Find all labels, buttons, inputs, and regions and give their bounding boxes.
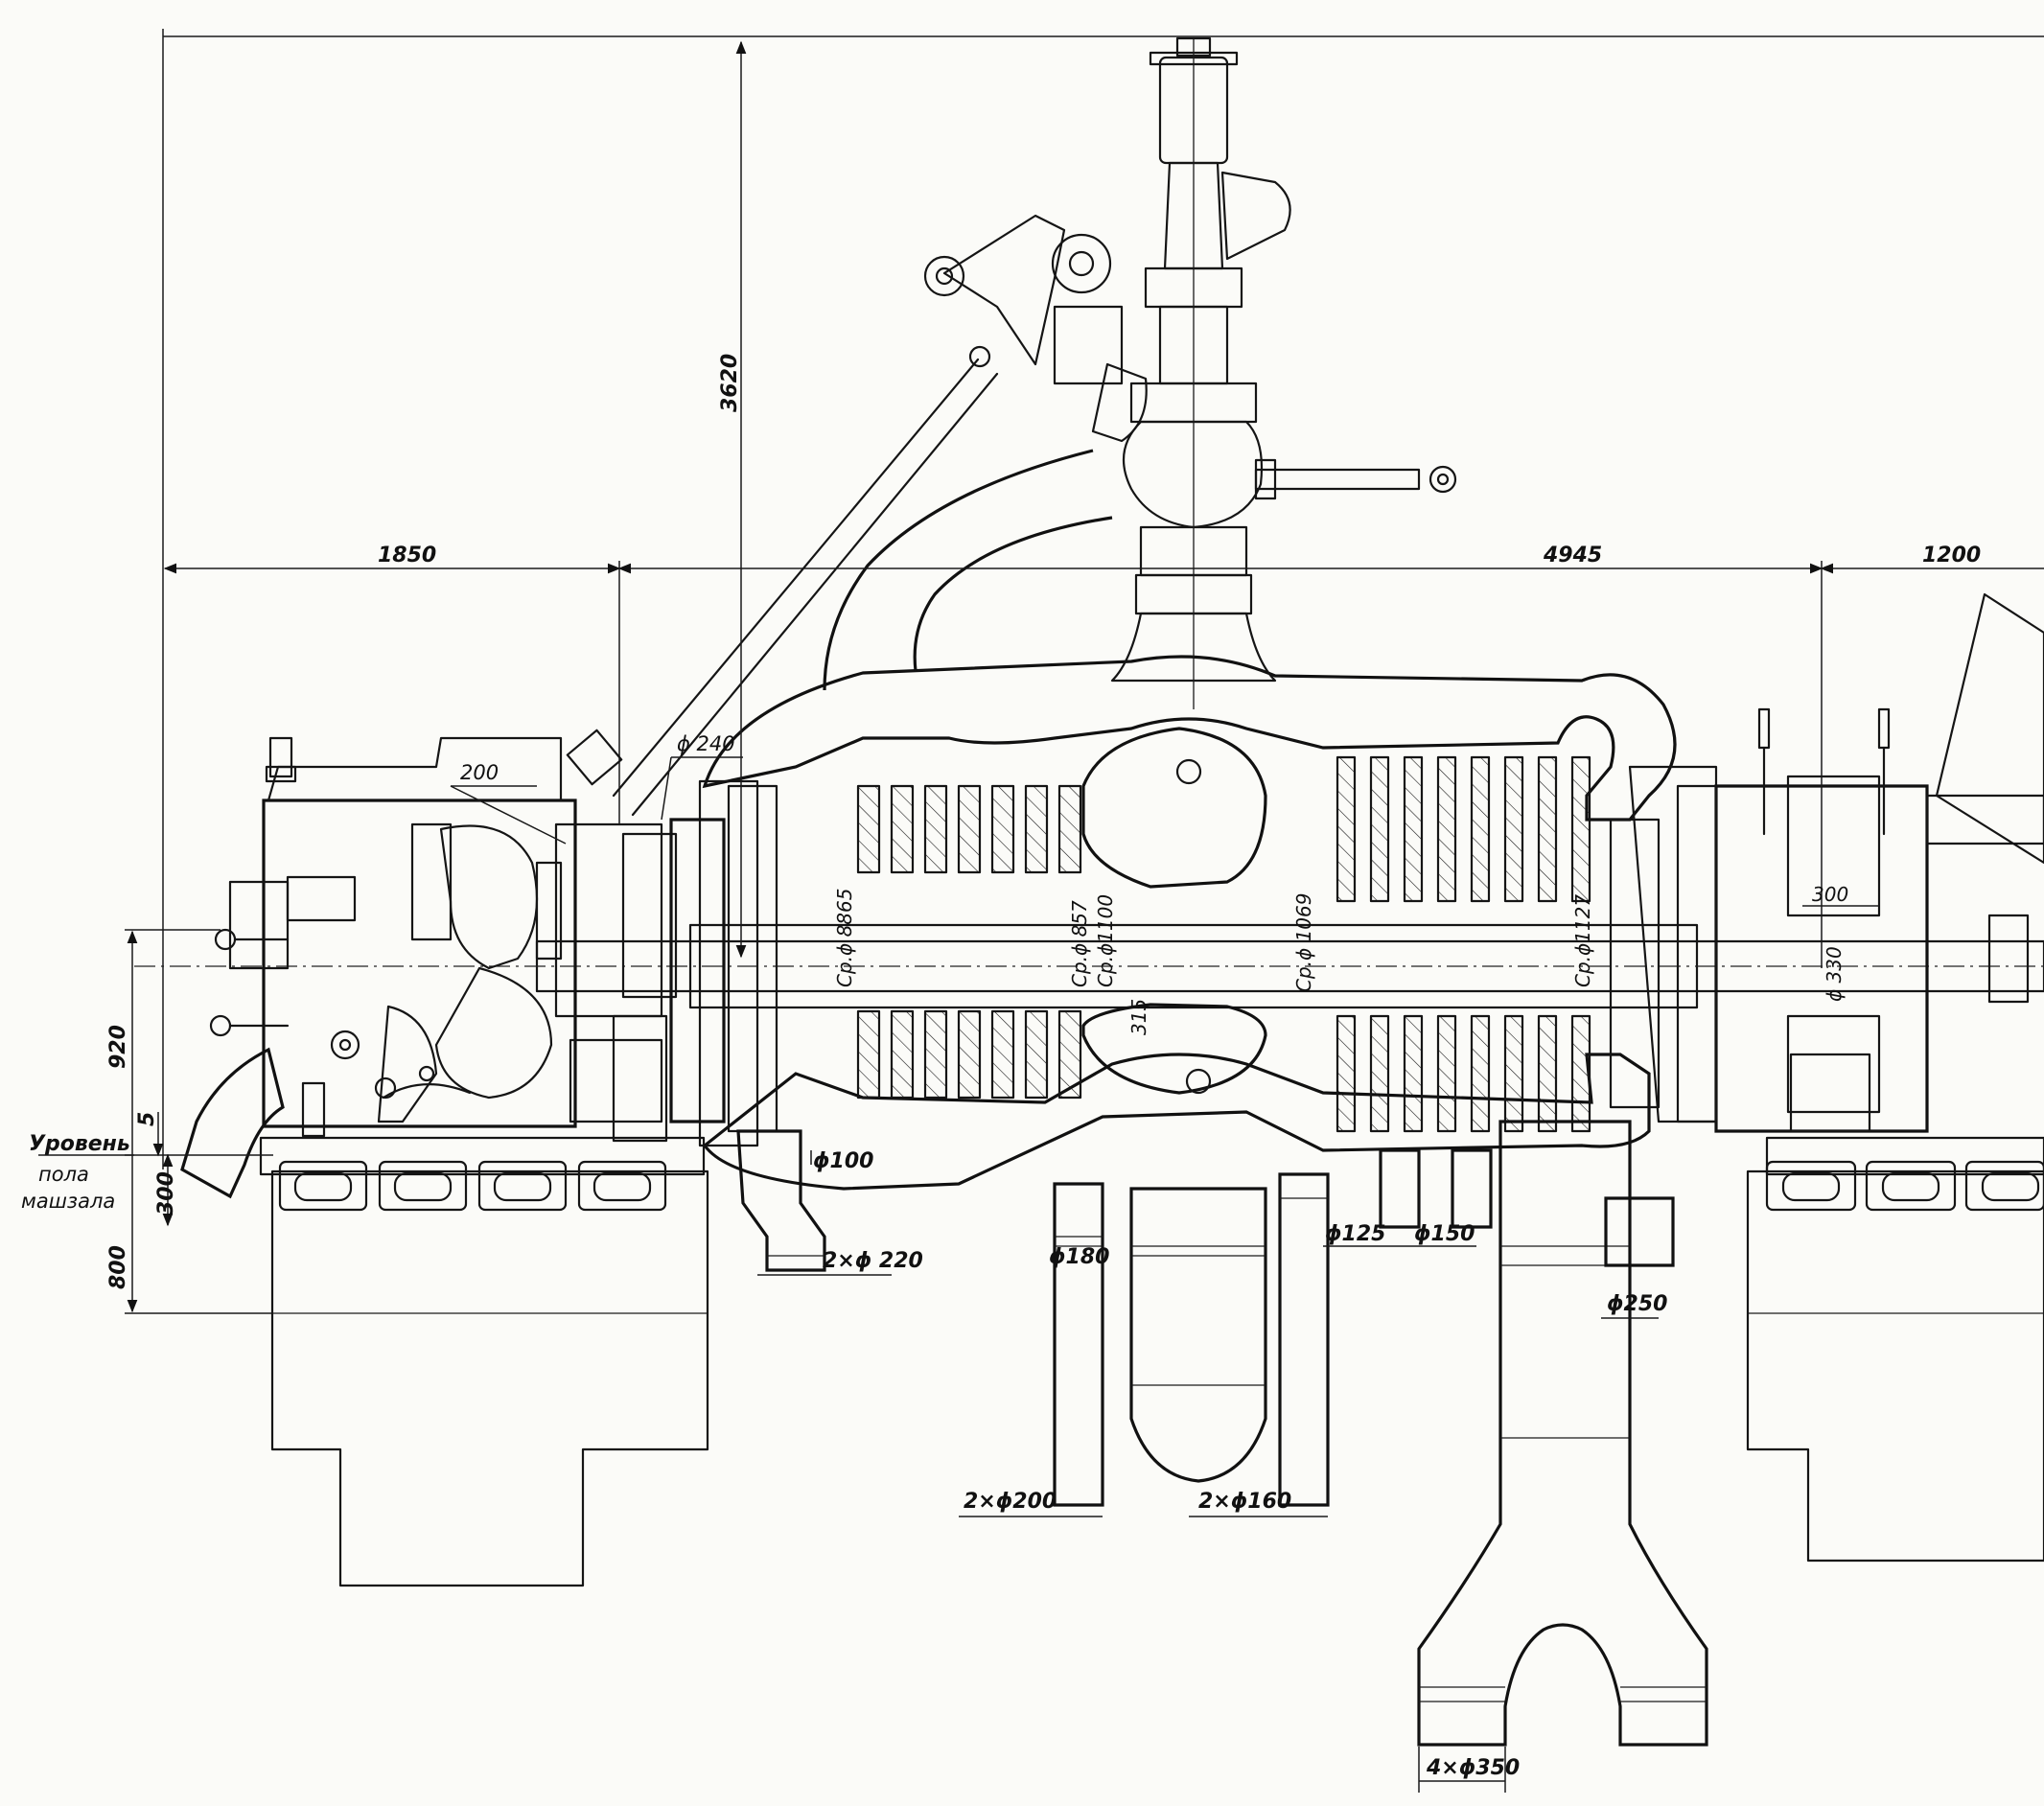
right-foundation bbox=[1746, 1169, 2044, 1563]
rear-bearing-pedestal bbox=[1628, 592, 2044, 1133]
dia-4x350: 4×ϕ350 bbox=[1426, 1756, 1520, 1780]
diameter-texts: ϕ 240 ϕ100 2×ϕ 220 ϕ180 2×ϕ200 2×ϕ160 ϕ1… bbox=[677, 732, 1846, 1780]
dia-330: ϕ 330 bbox=[1823, 946, 1846, 1002]
dia-240: ϕ 240 bbox=[677, 732, 735, 755]
ip-blade-stages bbox=[1336, 755, 1591, 1133]
dim-300-bore: 300 bbox=[1812, 883, 1848, 906]
dia-150: ϕ150 bbox=[1414, 1222, 1475, 1246]
dia-100: ϕ100 bbox=[813, 1149, 873, 1173]
dia-180: ϕ180 bbox=[1049, 1245, 1109, 1269]
floor-level-label: Уровень пола машзала bbox=[21, 1132, 130, 1213]
dim-315: 315 bbox=[1127, 999, 1150, 1035]
mean-dia-1069: Ср.ϕ 1069 bbox=[1292, 893, 1315, 992]
dimension-lines bbox=[38, 29, 2044, 1793]
dim-800: 800 bbox=[106, 1245, 130, 1289]
steam-supply-pipes bbox=[823, 449, 1113, 691]
dim-300: 300 bbox=[154, 1171, 178, 1216]
oil-drain-pipe bbox=[180, 1047, 285, 1199]
dim-1850: 1850 bbox=[378, 544, 436, 567]
valve-lever-linkage bbox=[566, 214, 1148, 817]
dia-2x200: 2×ϕ200 bbox=[964, 1490, 1057, 1514]
mean-diameter-texts: Ср.ϕ 8865 Ср.ϕ 857 Ср.ϕ1100 Ср.ϕ 1069 Ср… bbox=[833, 889, 1594, 1035]
dimension-texts: 3620 1850 4945 1200 920 5 300 800 200 30… bbox=[106, 354, 1981, 1289]
front-gland-housing bbox=[612, 784, 778, 1143]
dim-3620: 3620 bbox=[718, 354, 742, 412]
dia-2x220: 2×ϕ 220 bbox=[823, 1249, 923, 1273]
extraction-pipes bbox=[736, 1120, 1708, 1747]
left-foundation bbox=[270, 1169, 709, 1587]
mean-dia-1127: Ср.ϕ1127 bbox=[1571, 894, 1594, 987]
dia-250: ϕ250 bbox=[1607, 1292, 1667, 1316]
dia-2x160: 2×ϕ160 bbox=[1198, 1490, 1291, 1514]
steam-inlet-chamber bbox=[1081, 727, 1267, 1095]
front-bearing-pedestal bbox=[209, 736, 678, 1138]
hp-blade-stages bbox=[856, 784, 1082, 1100]
dim-200: 200 bbox=[460, 761, 499, 784]
dim-5: 5 bbox=[135, 1112, 159, 1126]
main-steam-valve bbox=[1110, 36, 1457, 709]
mean-dia-1100: Ср.ϕ1100 bbox=[1094, 894, 1117, 987]
floor-label-line1: Уровень bbox=[29, 1132, 130, 1156]
dim-1200: 1200 bbox=[1922, 544, 1981, 567]
dim-4945: 4945 bbox=[1543, 544, 1602, 567]
floor-label-line2: пола bbox=[38, 1163, 89, 1186]
mean-dia-8865: Ср.ϕ 8865 bbox=[833, 889, 856, 987]
dia-125: ϕ125 bbox=[1325, 1222, 1385, 1246]
left-frame-slab bbox=[259, 1136, 706, 1212]
mean-dia-857: Ср.ϕ 857 bbox=[1068, 900, 1091, 987]
rotor-shaft bbox=[134, 923, 2044, 1009]
dim-920: 920 bbox=[106, 1025, 130, 1069]
right-frame-slab bbox=[1765, 1136, 2044, 1212]
floor-label-line3: машзала bbox=[21, 1190, 115, 1213]
